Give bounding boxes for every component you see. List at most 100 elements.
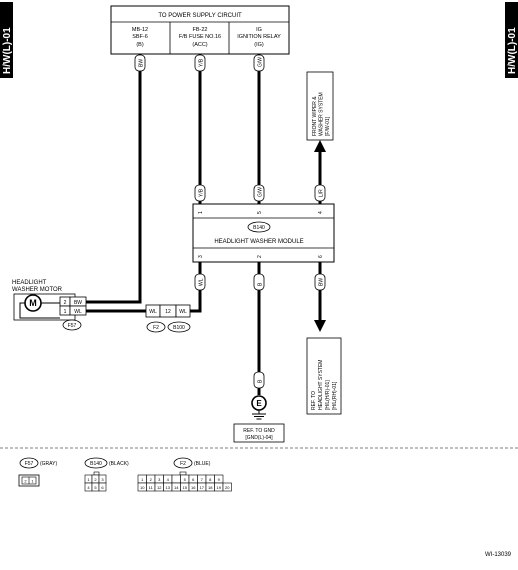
legend-pin-number: 9 bbox=[218, 477, 221, 482]
legend-f2-color: (BLUE) bbox=[194, 461, 211, 467]
wire-label-module-bottom-2-text: B bbox=[258, 282, 264, 286]
splice-connector-b100: B100 bbox=[173, 325, 185, 331]
wire-bw-top bbox=[74, 54, 142, 304]
legend-pin-number: 15 bbox=[183, 485, 188, 490]
legend-f2-code: F2 bbox=[180, 461, 186, 467]
wire-label-module-bottom-3-text: BW bbox=[319, 278, 325, 286]
legend-pin-number: 5 bbox=[94, 485, 97, 490]
legend-pin-number: 2 bbox=[150, 477, 153, 482]
wire-label-module-top-3: L/R bbox=[314, 184, 326, 202]
legend-pin-number: 4 bbox=[87, 485, 90, 490]
legend-f57-pin-a: 2 bbox=[24, 479, 27, 484]
headlight-ref-line1: REF. TO bbox=[311, 391, 317, 410]
wire-label-top-3-text: G/W bbox=[258, 57, 264, 67]
motor-pin-2-color: BW bbox=[74, 300, 82, 306]
splice-connector-f2: F2 bbox=[153, 325, 159, 331]
wire-label-module-top-2-text: G/W bbox=[258, 187, 264, 197]
legend-pin-number: 2 bbox=[94, 477, 97, 482]
legend-pin-number: 5 bbox=[184, 477, 187, 482]
legend-pin-number: 6 bbox=[192, 477, 195, 482]
module-pin-bottom-1: 3 bbox=[198, 255, 204, 258]
motor-symbol-letter: M bbox=[29, 298, 37, 308]
headlight-washer-module: 1 5 4 B140 HEADLIGHT WASHER MODULE 3 2 6 bbox=[192, 203, 335, 263]
side-tab-right-label: H/W(L)-01 bbox=[507, 27, 518, 74]
splice-right-color: WL bbox=[179, 309, 187, 315]
wire-label-module-top-1: Y/B bbox=[194, 184, 206, 202]
side-tab-left-label: H/W(L)-01 bbox=[2, 27, 13, 74]
legend-pin-cell bbox=[171, 474, 181, 484]
motor-connector-code: F57 bbox=[68, 323, 77, 329]
splice-connector-b100-badge bbox=[167, 321, 191, 333]
arrow-down-headlight bbox=[314, 320, 326, 332]
motor-pin-1-color: WL bbox=[74, 309, 82, 315]
legend-pin-number: 8 bbox=[209, 477, 212, 482]
module-pin-bottom-2: 2 bbox=[257, 255, 263, 258]
ground-ref-line2: [GND(L)-04] bbox=[245, 435, 273, 441]
legend-b140-color: (BLACK) bbox=[109, 461, 129, 467]
legend-pin-number: 14 bbox=[174, 485, 179, 490]
front-wiper-ref-box: FRONT WIPER & WASHER SYSTEM [F/W-01] bbox=[306, 71, 334, 141]
legend-pin-number: 19 bbox=[217, 485, 222, 490]
power-col1-line1: MB-12 bbox=[132, 27, 148, 33]
power-col2-line2: F/B FUSE NO.16 bbox=[179, 34, 221, 40]
wire-label-ground-text: B bbox=[258, 379, 264, 383]
power-col1-line2: SBF-6 bbox=[132, 34, 148, 40]
legend-f57-color: (GRAY) bbox=[40, 461, 57, 467]
wire-label-ground: B bbox=[253, 371, 265, 389]
ground-letter: E bbox=[256, 399, 262, 408]
splice-connector: WL 12 WL F2 B100 bbox=[145, 304, 191, 333]
module-connector-code: B140 bbox=[253, 225, 265, 231]
module-name: HEADLIGHT WASHER MODULE bbox=[214, 239, 303, 245]
legend-pin-cell bbox=[98, 482, 107, 492]
wire-wl bbox=[74, 262, 202, 313]
legend-pin-number: 3 bbox=[158, 477, 161, 482]
wire-label-top-1: BW bbox=[134, 54, 146, 72]
motor-label-line1: HEADLIGHT bbox=[12, 280, 47, 286]
headlight-ref-box: REF. TO HEADLIGHT SYSTEM [H/L(H/R)-01] [… bbox=[306, 337, 342, 415]
legend-pin-number: 7 bbox=[201, 477, 204, 482]
power-supply-box: TO POWER SUPPLY CIRCUIT MB-12 SBF-6 (B) … bbox=[110, 5, 290, 55]
headlight-ref-line4: [H/L(RH)-01] bbox=[332, 381, 338, 410]
legend-pin-number: 3 bbox=[101, 477, 104, 482]
power-col3-line2: IGNITION RELAY bbox=[237, 34, 281, 40]
legend-pin-number: 6 bbox=[101, 485, 104, 490]
module-pin-bottom-3: 6 bbox=[318, 255, 324, 258]
power-box-title: TO POWER SUPPLY CIRCUIT bbox=[158, 13, 242, 19]
wire-label-module-bottom-3: BW bbox=[314, 273, 326, 291]
ground-ref-line1: REF. TO GND bbox=[243, 428, 275, 434]
motor-pin-2: 2 bbox=[64, 300, 67, 306]
module-pin-top-2: 5 bbox=[257, 211, 263, 214]
wire-label-module-top-3-text: L/R bbox=[319, 189, 325, 197]
front-wiper-ref-line1: FRONT WIPER & bbox=[312, 96, 318, 136]
legend-pin-number: 17 bbox=[200, 485, 205, 490]
motor-connector-badge bbox=[62, 319, 82, 331]
front-wiper-ref-line2: WASHER SYSTEM bbox=[319, 92, 325, 136]
wire-label-module-top-2: G/W bbox=[253, 184, 265, 202]
legend-pin-number: 11 bbox=[149, 485, 154, 490]
wire-label-top-3: G/W bbox=[253, 54, 265, 72]
legend-pin-number: 10 bbox=[140, 485, 145, 490]
power-col3-line3: (IG) bbox=[254, 42, 264, 48]
splice-pin: 12 bbox=[165, 309, 171, 315]
module-pin-top-3: 4 bbox=[318, 211, 324, 214]
wire-label-module-bottom-2: B bbox=[253, 273, 265, 291]
motor-pin-1: 1 bbox=[64, 309, 67, 315]
ground-ref-box: REF. TO GND [GND(L)-04] bbox=[233, 423, 285, 443]
wire-label-module-bottom-1-text: WL bbox=[199, 278, 205, 286]
headlight-washer-motor: HEADLIGHT WASHER MOTOR M 2 1 BW WL F57 bbox=[12, 280, 87, 331]
figure-id: WI-13039 bbox=[485, 552, 512, 558]
power-col1-line3: (B) bbox=[136, 42, 144, 48]
side-tab-left: H/W(L)-01 bbox=[0, 2, 13, 78]
legend-f57-pin-b: 1 bbox=[31, 479, 34, 484]
legend-pin-cell bbox=[222, 482, 232, 492]
legend-pin-number: 16 bbox=[191, 485, 196, 490]
legend-f57: F57 (GRAY) 2 1 bbox=[18, 457, 57, 487]
legend-pin-number: 1 bbox=[141, 477, 144, 482]
motor-label-line2: WASHER MOTOR bbox=[12, 287, 63, 293]
module-connector-badge bbox=[247, 221, 271, 233]
power-col2-line3: (ACC) bbox=[192, 42, 207, 48]
